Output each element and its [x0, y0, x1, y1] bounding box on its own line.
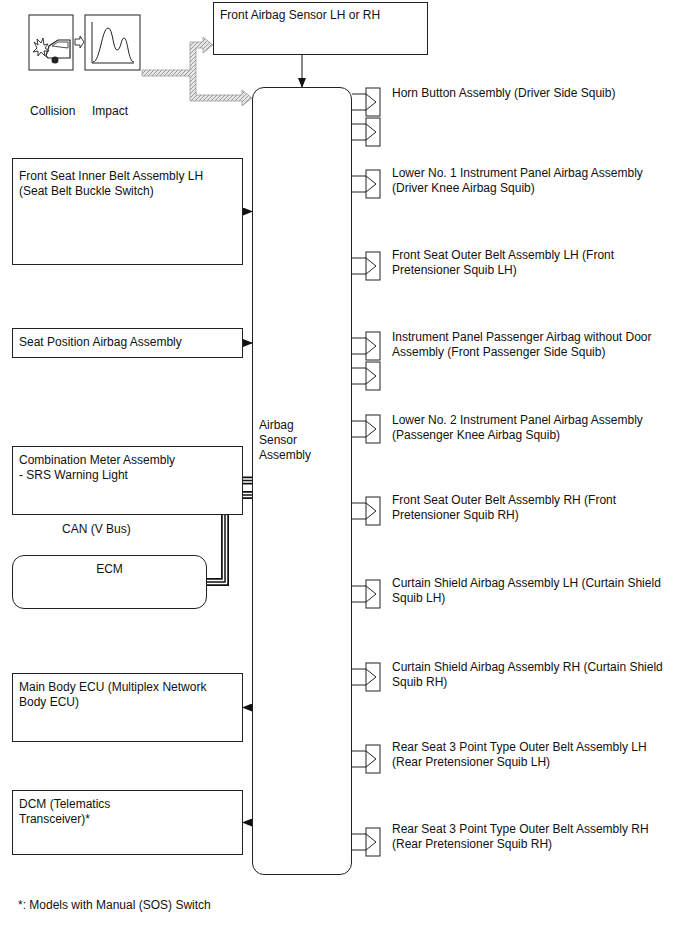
squib-body	[366, 828, 380, 856]
box-title: ECM	[19, 562, 200, 577]
squib-label: Curtain Shield Airbag Assembly RH (Curta…	[392, 660, 672, 690]
squib-body	[366, 88, 380, 116]
squib-symbol	[352, 497, 380, 525]
squib-symbols	[352, 88, 380, 856]
squib-symbol	[352, 332, 380, 360]
ecu-box: Main Body ECU (Multiplex Network Body EC…	[12, 673, 243, 742]
squib-wire	[352, 94, 366, 110]
squib-wire	[352, 834, 366, 850]
squib-body	[366, 580, 380, 608]
meter-box: Combination Meter Assembly- SRS Warning …	[12, 446, 243, 515]
squib-wire	[352, 669, 366, 685]
squib-igniter	[366, 421, 376, 437]
box-title: Main Body ECU (Multiplex Network Body EC…	[19, 680, 219, 710]
box-title: Seat Position Airbag Assembly	[19, 335, 236, 350]
squib-symbol	[352, 362, 380, 390]
bus-inner	[243, 480, 252, 482]
squib-igniter	[366, 368, 376, 384]
squib-wire	[352, 751, 366, 767]
squib-igniter	[366, 503, 376, 519]
box-title: Combination Meter Assembly	[19, 453, 236, 468]
squib-label: Front Seat Outer Belt Assembly RH (Front…	[392, 493, 672, 523]
squib-igniter	[366, 338, 376, 354]
squib-label: Instrument Panel Passenger Airbag withou…	[392, 330, 672, 360]
squib-label: Horn Button Assembly (Driver Side Squib)	[392, 86, 672, 101]
squib-body	[366, 415, 380, 443]
footnote: *: Models with Manual (SOS) Switch	[18, 898, 418, 913]
squib-symbol	[352, 580, 380, 608]
squib-label: Front Seat Outer Belt Assembly LH (Front…	[392, 248, 672, 278]
squib-body	[366, 745, 380, 773]
squib-body	[366, 118, 380, 146]
illustration-caption: Impact	[92, 104, 152, 119]
squib-symbol	[352, 170, 380, 198]
squib-symbol	[352, 828, 380, 856]
squib-wire	[352, 258, 366, 274]
arrow-line	[243, 707, 252, 708]
switch-box: Front Seat Inner Belt Assembly LH (Seat …	[12, 158, 243, 265]
squib-body	[366, 252, 380, 280]
squib-wire	[352, 368, 366, 384]
squib-label: Lower No. 1 Instrument Panel Airbag Asse…	[392, 166, 672, 196]
sensor-box: Front Airbag Sensor LH or RH	[213, 2, 428, 55]
arrow-line	[243, 343, 252, 344]
arrow-line	[243, 211, 252, 212]
squib-igniter	[366, 176, 376, 192]
impact-graph-icon	[85, 15, 140, 70]
squib-symbol	[352, 745, 380, 773]
illustration-caption: Collision	[30, 104, 90, 119]
squib-body	[366, 497, 380, 525]
squib-wire	[352, 338, 366, 354]
squib-wire	[352, 176, 366, 192]
sensor-box: Seat Position Airbag Assembly	[12, 328, 243, 358]
arrow-line	[302, 55, 303, 87]
signal-arrow	[302, 55, 303, 87]
signal-arrow	[243, 822, 252, 823]
step-arrow	[75, 36, 84, 48]
squib-wire	[352, 124, 366, 140]
arrow-line	[243, 822, 252, 823]
box-title: Airbag Sensor Assembly	[259, 418, 321, 463]
squib-igniter	[366, 258, 376, 274]
squib-igniter	[366, 669, 376, 685]
squib-label: Curtain Shield Airbag Assembly LH (Curta…	[392, 576, 672, 606]
squib-igniter	[366, 834, 376, 850]
squib-wire	[352, 586, 366, 602]
box-title: Front Seat Inner Belt Assembly LH (Seat …	[19, 169, 219, 199]
squib-symbol	[352, 88, 380, 116]
collision-icon	[29, 15, 73, 70]
squib-body	[366, 663, 380, 691]
signal-arrow	[243, 211, 252, 212]
module-box: DCM (Telematics Transceiver)*	[12, 790, 243, 855]
box-detail: - SRS Warning Light	[19, 468, 236, 483]
squib-wire	[352, 503, 366, 519]
bus-gap	[243, 478, 252, 483]
squib-igniter	[366, 586, 376, 602]
control-unit-box: Airbag Sensor Assembly	[252, 87, 352, 875]
ecu-box: ECM	[12, 555, 207, 609]
squib-symbol	[352, 415, 380, 443]
squib-label: Rear Seat 3 Point Type Outer Belt Assemb…	[392, 822, 672, 852]
signal-arrow	[243, 707, 252, 708]
bus-label: CAN (V Bus)	[62, 522, 182, 537]
box-title: Front Airbag Sensor LH or RH	[220, 8, 421, 23]
signal-arrow	[243, 343, 252, 344]
squib-igniter	[366, 94, 376, 110]
bus-outer	[243, 477, 252, 485]
squib-wire	[352, 421, 366, 437]
squib-label: Rear Seat 3 Point Type Outer Belt Assemb…	[392, 740, 672, 770]
squib-igniter	[366, 124, 376, 140]
can-bus-line	[243, 480, 252, 481]
squib-body	[366, 332, 380, 360]
squib-symbol	[352, 663, 380, 691]
box-title: DCM (Telematics Transceiver)*	[19, 797, 169, 827]
squib-label: Lower No. 2 Instrument Panel Airbag Asse…	[392, 413, 672, 443]
squib-igniter	[366, 751, 376, 767]
squib-body	[366, 170, 380, 198]
squib-body	[366, 362, 380, 390]
squib-symbol	[352, 118, 380, 146]
squib-symbol	[352, 252, 380, 280]
